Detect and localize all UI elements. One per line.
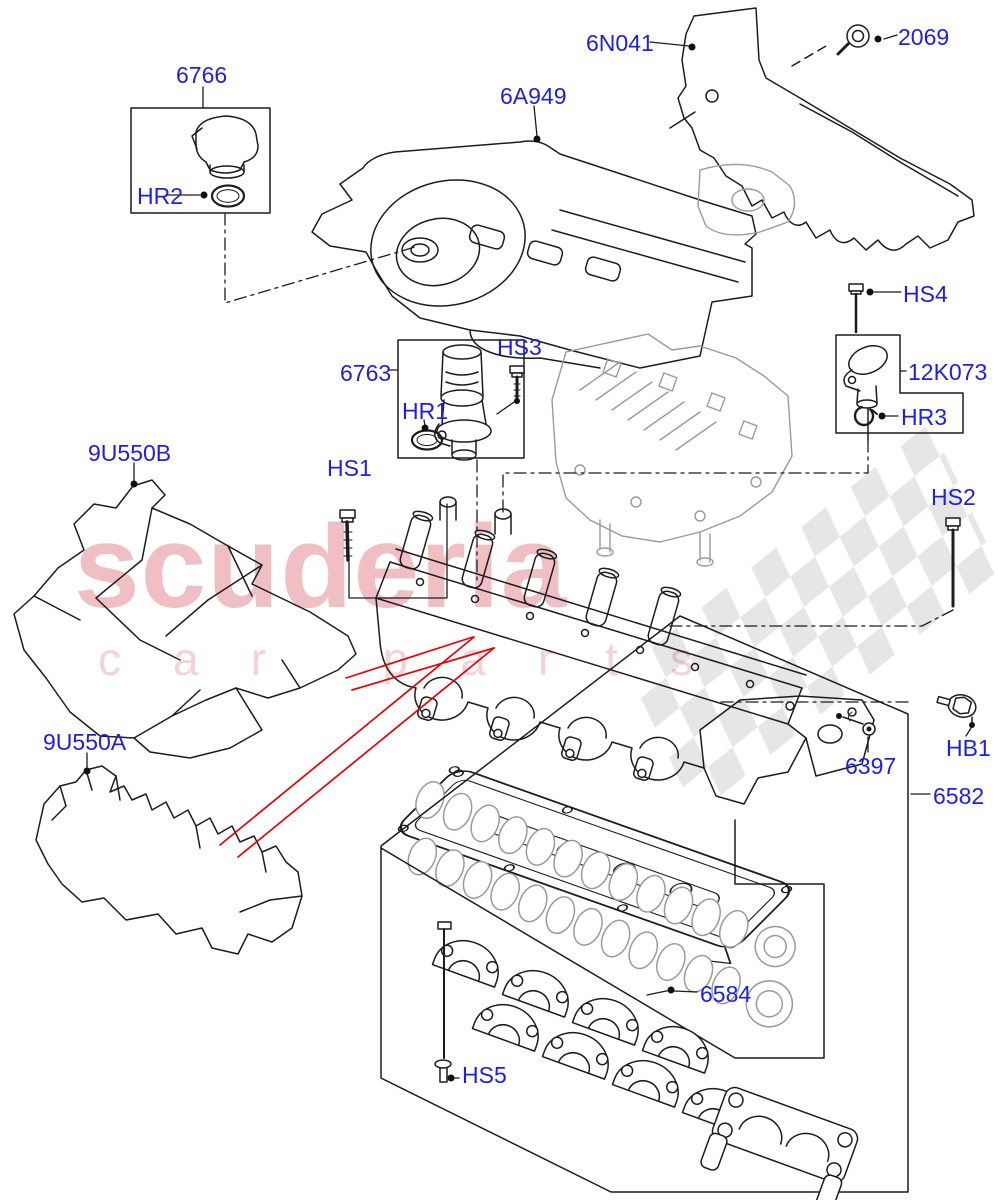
intake-manifold-drawing: [551, 163, 796, 567]
part-label-6397[interactable]: 6397: [845, 753, 897, 779]
stud-hs2-drawing: [945, 517, 961, 608]
part-label-6n041[interactable]: 6N041: [586, 30, 654, 56]
part-label-2069[interactable]: 2069: [898, 24, 950, 50]
camshaft-cover-drawing: [375, 496, 875, 805]
bolt-hs4-drawing: [848, 283, 864, 334]
o-ring-hr3-drawing: [853, 405, 878, 427]
insulator-9u550b-drawing: [13, 479, 357, 759]
bolt-hs5-drawing: [434, 921, 452, 1083]
part-label-hb1[interactable]: HB1: [946, 735, 991, 761]
assembly-dash-lines: [224, 212, 954, 703]
part-label-hs5[interactable]: HS5: [462, 1062, 507, 1088]
part-label-hs1[interactable]: HS1: [327, 455, 372, 481]
insulator-9u550a-drawing: [35, 765, 303, 955]
part-label-hr3[interactable]: HR3: [901, 404, 948, 430]
part-label-hs2[interactable]: HS2: [931, 484, 976, 510]
watermark-brand: scuderia: [74, 501, 568, 633]
part-label-hs4[interactable]: HS4: [903, 281, 948, 307]
callout-box-12k073: [835, 334, 964, 434]
o-ring-hr2-drawing: [210, 184, 246, 208]
acoustic-panel-drawing: [669, 7, 975, 251]
part-label-hr2[interactable]: HR2: [137, 183, 184, 209]
part-label-hr1[interactable]: HR1: [402, 398, 449, 424]
part-label-6582[interactable]: 6582: [933, 783, 985, 809]
leader-dots: [83, 35, 975, 1082]
part-label-6a949[interactable]: 6A949: [500, 83, 567, 109]
part-label-6766[interactable]: 6766: [176, 62, 228, 88]
leader-lines: [86, 34, 972, 1079]
part-label-9u550b[interactable]: 9U550B: [88, 440, 172, 466]
bolt-hs3-drawing: [509, 365, 525, 401]
o-ring-hr1-drawing: [410, 429, 444, 451]
part-label-6763[interactable]: 6763: [340, 360, 392, 386]
oil-filler-tube-drawing: [434, 344, 492, 461]
plug-6397-drawing: [842, 711, 876, 736]
red-pointer-lines: [219, 636, 495, 858]
part-label-hs3[interactable]: HS3: [497, 334, 542, 360]
bolt-hs1-drawing: [339, 509, 356, 562]
part-label-6584[interactable]: 6584: [700, 981, 752, 1007]
watermark-subtext: car parts: [98, 633, 745, 685]
fastener-2069-drawing: [791, 24, 870, 67]
bearing-caps-drawing: [431, 930, 859, 1200]
callout-box-6763: [397, 339, 525, 459]
kit-box-outline: [380, 615, 909, 1193]
bolt-hb1-drawing: [936, 694, 977, 723]
camshafts-drawing: [402, 776, 796, 1028]
part-label-9u550a[interactable]: 9U550A: [43, 729, 127, 755]
end-bearing-bracket-drawing: [700, 1086, 859, 1200]
engine-cover-drawing: [311, 140, 757, 369]
part-label-12k073[interactable]: 12K073: [908, 359, 988, 385]
oil-filler-cap-drawing: [191, 115, 259, 179]
callout-box-6766: [130, 107, 271, 214]
